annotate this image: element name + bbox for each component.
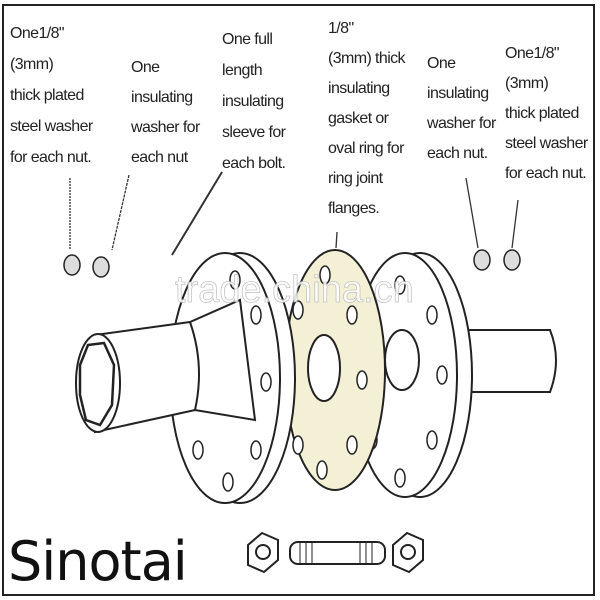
logo: Sinotai — [8, 530, 187, 593]
label-2: One insulating washer for each nut — [130, 59, 202, 166]
label-line: gasket or — [328, 110, 390, 127]
left-pipe — [75, 298, 257, 434]
leader-line-4 — [335, 231, 338, 249]
label-line: steel washer — [10, 118, 94, 135]
stud-bolt-icon — [289, 541, 386, 565]
label-6: One1/8" (3mm) thick plated steel washer for … — [505, 45, 589, 182]
insulating-washer-icon — [473, 249, 491, 271]
label-line: washer for — [426, 115, 497, 132]
diagram-border — [2, 4, 595, 596]
leader-line-3 — [171, 171, 223, 256]
label-line: flanges. — [328, 200, 379, 217]
label-line: insulating — [131, 89, 193, 106]
insulating-washer-icon — [92, 256, 110, 278]
leader-lines — [69, 171, 519, 256]
label-line: for each nut. — [10, 149, 91, 166]
washers — [63, 249, 521, 278]
label-line: (3mm) — [10, 56, 53, 73]
label-line: sleeve for — [222, 124, 287, 141]
label-line: (3mm) thick — [328, 50, 407, 67]
label-line: washer for — [130, 119, 201, 136]
label-line: thick plated — [505, 105, 579, 122]
leader-line-6 — [511, 199, 519, 249]
label-line: ring joint — [328, 170, 384, 187]
insulating-gasket — [284, 249, 386, 491]
label-line: each nut — [131, 149, 189, 166]
label-line: insulating — [427, 85, 489, 102]
label-line: (3mm) — [505, 75, 548, 92]
label-line: each bolt. — [222, 155, 285, 172]
label-line: One full — [222, 31, 272, 48]
label-line: insulating — [222, 93, 284, 110]
label-line: One — [427, 55, 456, 72]
label-5: One insulating washer for each nut. — [426, 55, 498, 162]
label-3: One full length insulating sleeve for each b… — [222, 31, 287, 172]
label-4: 1/8" (3mm) thick insulating gasket or oval r… — [328, 20, 407, 217]
label-1: One1/8" (3mm) thick plated steel washer for … — [10, 25, 94, 166]
label-line: oval ring for — [328, 140, 405, 157]
leader-line-5 — [465, 177, 479, 249]
label-line: steel washer — [505, 135, 589, 152]
label-line: One1/8" — [505, 45, 559, 62]
steel-washer-icon — [63, 254, 81, 276]
label-line: One — [131, 59, 160, 76]
label-line: thick plated — [10, 87, 84, 104]
bolt-assembly — [247, 531, 424, 574]
watermark: trade.china.cn — [175, 269, 414, 311]
label-line: insulating — [328, 80, 390, 97]
steel-washer-icon — [503, 249, 521, 271]
leader-line-2 — [111, 174, 130, 251]
label-line: 1/8" — [328, 20, 354, 37]
label-line: One1/8" — [10, 25, 64, 42]
label-line: for each nut. — [505, 165, 586, 182]
label-line: length — [222, 62, 262, 79]
label-line: each nut. — [427, 145, 487, 162]
